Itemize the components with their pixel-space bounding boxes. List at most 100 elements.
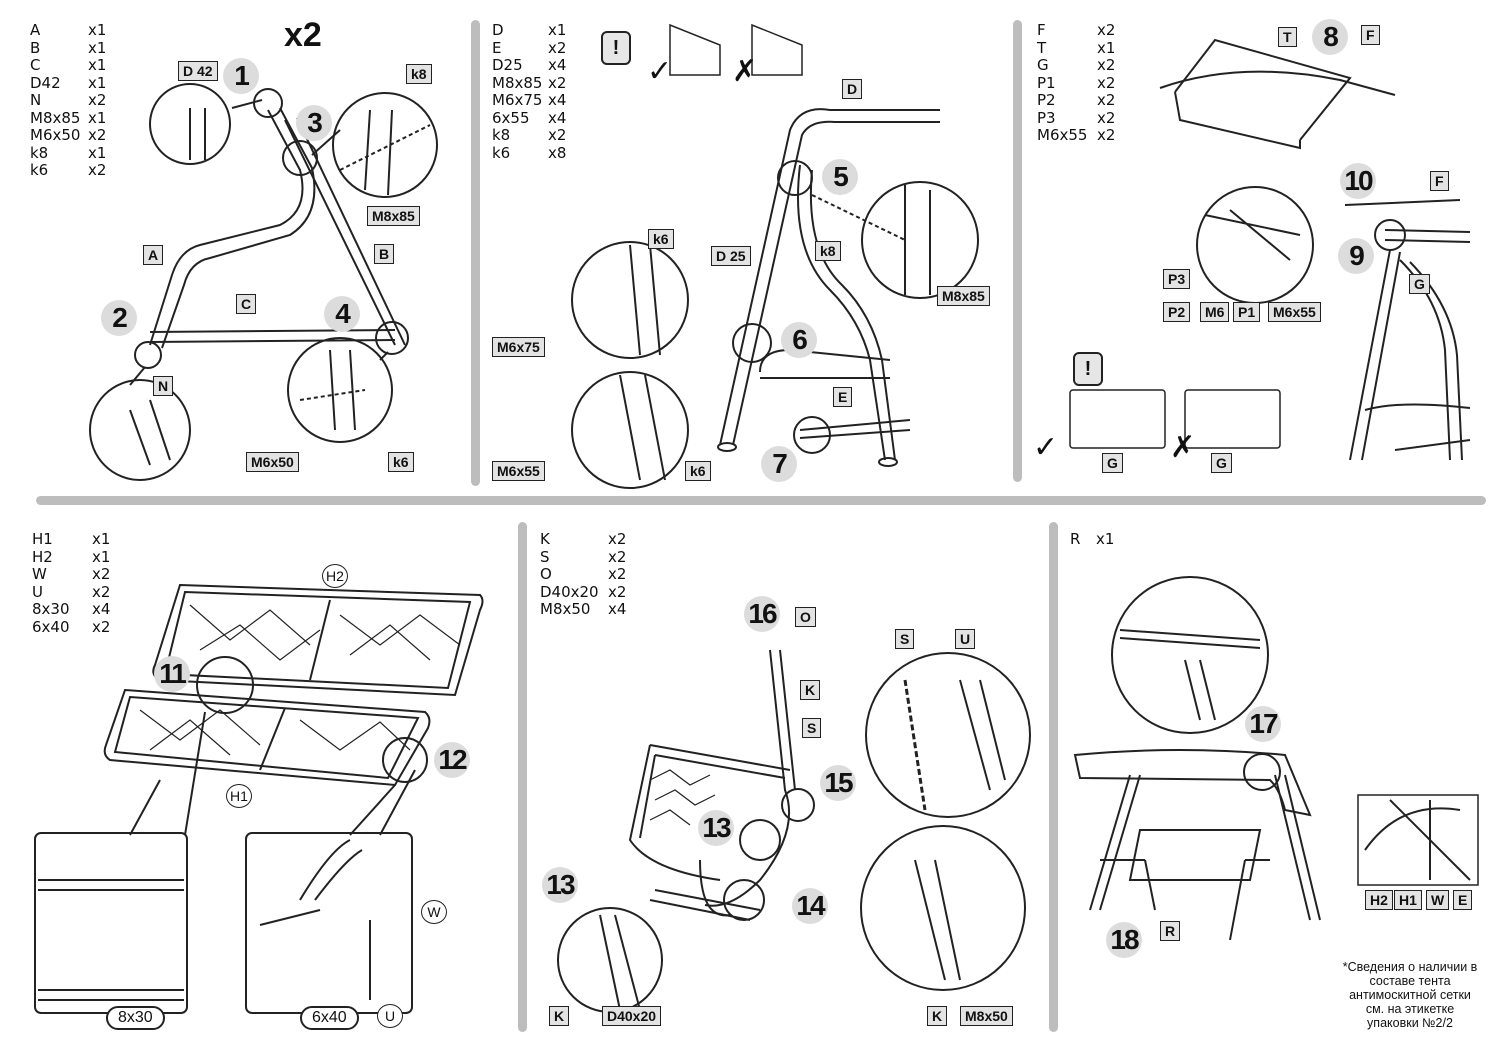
part-name: B [30, 38, 41, 57]
part-qty: x2 [608, 565, 627, 583]
part-qty: x4 [608, 600, 627, 618]
step-number: 17 [1245, 706, 1281, 742]
part-tag-k-detail-2: K [927, 1006, 948, 1026]
step-number: 7 [761, 446, 797, 482]
step-number: 5 [822, 159, 858, 195]
part-tag-g-wrong: G [1211, 453, 1232, 473]
part-qty: x2 [88, 126, 107, 144]
part-name: k6 [30, 161, 49, 179]
part-name: H1 [32, 530, 53, 548]
part-tag-p1: P1 [1233, 302, 1261, 322]
part-tag-g-ok: G [1102, 453, 1123, 473]
part-name: M8x85 [30, 108, 81, 127]
part-tag-m6x55: M6x55 [492, 461, 545, 481]
part-tag-k6-bottom: k6 [685, 461, 711, 481]
part-name: D40x20 [540, 582, 599, 601]
part-qty: x2 [92, 565, 111, 583]
part-name: D42 [30, 73, 61, 92]
part-tag-k-detail: K [549, 1006, 570, 1026]
step-number: 8 [1312, 19, 1348, 55]
part-qty: x2 [88, 91, 107, 109]
part-name: P1 [1037, 73, 1056, 92]
part-qty: x2 [548, 126, 567, 144]
warning-icon: ! [601, 31, 631, 65]
canopy-drawing [1069, 38, 1471, 461]
separator-vertical-4 [1049, 522, 1058, 1032]
part-name: 8x30 [32, 600, 70, 618]
part-tag-k8: k8 [406, 64, 432, 84]
part-qty: x1 [1097, 38, 1116, 57]
part-tag-k6-top: k6 [648, 229, 674, 249]
part-name: F [1037, 21, 1046, 39]
part-tag-f: F [1361, 25, 1380, 45]
footnote: *Сведения о наличии в составе тента анти… [1342, 960, 1478, 1030]
part-tag-e-detail: E [1453, 890, 1473, 910]
part-qty: x1 [92, 530, 111, 548]
step-number: 16 [744, 596, 780, 632]
separator-vertical-1 [471, 20, 480, 486]
part-qty: x2 [548, 73, 567, 92]
part-tag-u: U [377, 1004, 403, 1028]
step-number: 2 [101, 300, 137, 336]
part-qty: x2 [548, 38, 567, 57]
part-tag-c: C [236, 294, 257, 314]
part-qty: x4 [548, 108, 567, 127]
separator-vertical-3 [518, 522, 527, 1032]
part-tag-w: W [421, 900, 447, 924]
part-qty: x1 [92, 547, 111, 566]
part-tag-t: T [1278, 27, 1297, 47]
part-qty: x8 [548, 143, 567, 162]
part-tag-k6: k6 [388, 452, 414, 472]
part-qty: x2 [1097, 56, 1116, 74]
step-number: 15 [820, 765, 856, 801]
part-tag-g: G [1409, 274, 1430, 294]
part-qty: x1 [88, 108, 107, 127]
part-name: 6x55 [492, 108, 530, 127]
part-qty: x1 [1096, 530, 1115, 548]
step-number: 9 [1338, 238, 1374, 274]
part-name: S [540, 547, 550, 566]
side-frame-drawing [89, 83, 438, 481]
part-qty: x1 [88, 38, 107, 57]
part-name: K [540, 530, 550, 548]
part-name: 6x40 [32, 617, 70, 636]
part-tag-m8x85-2: M8x85 [937, 286, 990, 306]
step-number: 6 [781, 322, 817, 358]
part-name: G [1037, 56, 1049, 74]
part-name: M6x75 [492, 91, 543, 109]
step-number: 1 [223, 58, 259, 94]
part-qty: x2 [1097, 108, 1116, 127]
part-tag-m8x85: M8x85 [367, 206, 420, 226]
part-name: C [30, 56, 41, 74]
part-tag-e: E [833, 387, 853, 407]
part-qty: x2 [88, 161, 107, 179]
part-name: D [492, 21, 504, 39]
part-tag-m6: M6 [1200, 302, 1230, 322]
part-name: O [540, 565, 552, 583]
multiplier-label: x2 [284, 16, 322, 54]
part-qty: x1 [548, 21, 567, 39]
part-qty: x1 [88, 143, 107, 162]
part-tag-m6x55-3: M6x55 [1268, 302, 1321, 322]
part-tag-n: N [153, 376, 174, 396]
part-tag-p2: P2 [1163, 302, 1191, 322]
ok-check-icon: ✓ [647, 54, 673, 89]
part-tag-k8-2: k8 [815, 241, 841, 261]
top-frame-drawing [571, 23, 979, 489]
part-tag-d25: D 25 [711, 246, 751, 266]
part-qty: x2 [1097, 73, 1116, 92]
step-number: 3 [296, 105, 332, 141]
part-name: R [1070, 530, 1081, 548]
ok-check-icon-2: ✓ [1033, 430, 1059, 465]
part-name: k6 [492, 143, 511, 162]
part-tag-d40x20: D40x20 [602, 1006, 662, 1026]
part-qty: x2 [1097, 91, 1116, 109]
part-tag-b: B [374, 244, 395, 264]
arm-assembly-drawing [557, 649, 1031, 1013]
step-number: 18 [1106, 922, 1142, 958]
part-tag-f-2: F [1430, 171, 1449, 191]
part-qty: x2 [608, 547, 627, 566]
part-name: H2 [32, 547, 53, 566]
